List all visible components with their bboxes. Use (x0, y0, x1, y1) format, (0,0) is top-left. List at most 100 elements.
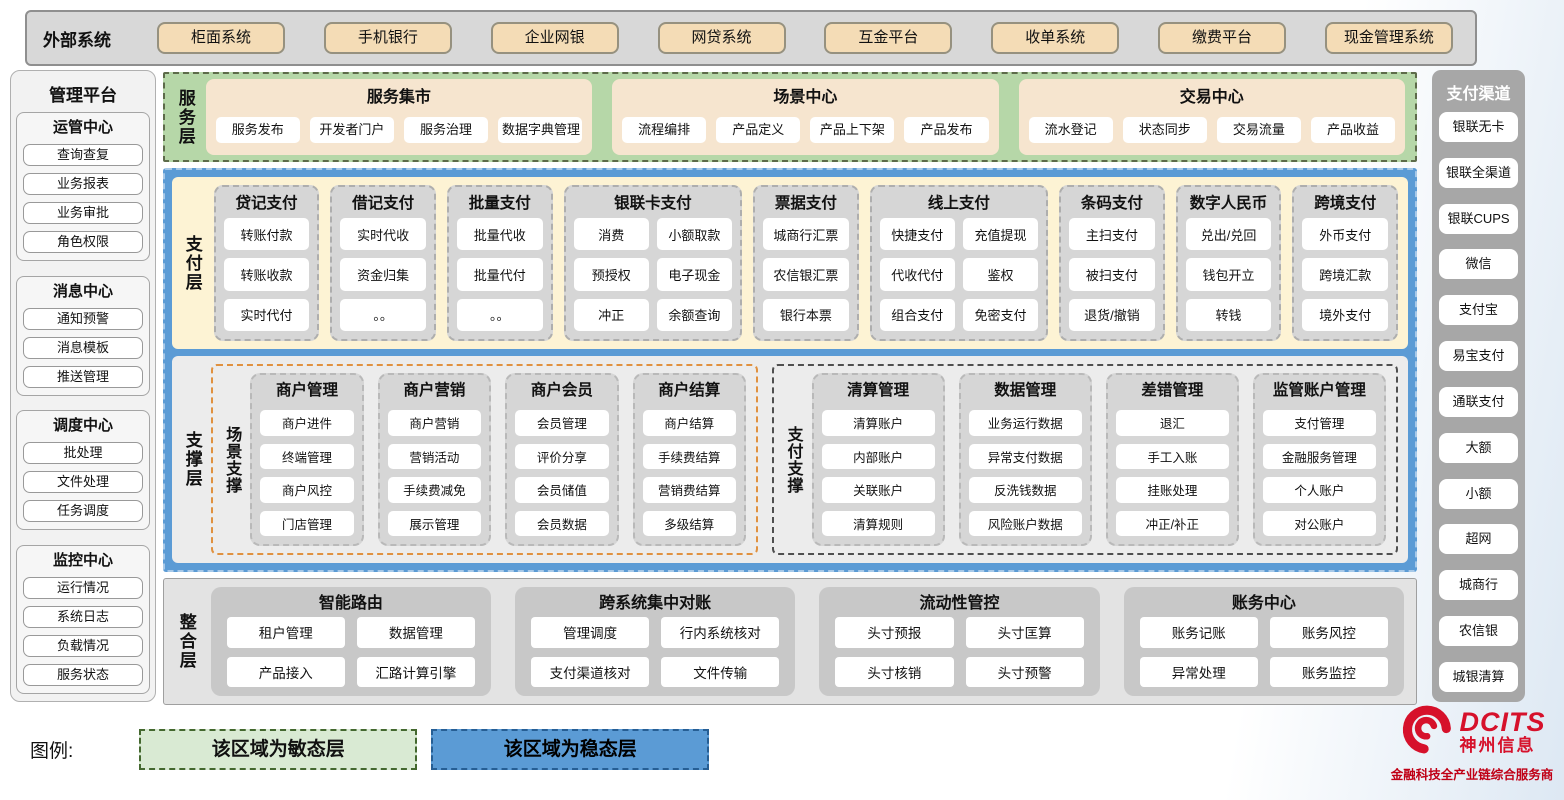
support-item-box: 会员管理 (515, 410, 609, 436)
vendor-logo: DCITS 神州信息 金融科技全产业链综合服务商 (1384, 702, 1560, 783)
support-item-box: 风险账户数据 (968, 510, 1082, 536)
management-item-box: 负载情况 (23, 634, 143, 657)
payment-item-box: 鉴权 (962, 258, 1039, 291)
support-item-box: 退汇 (1115, 410, 1229, 436)
support-item-box: 异常支付数据 (968, 443, 1082, 469)
service-item-box: 交易流量 (1216, 116, 1301, 143)
payment-item-box: 转账付款 (223, 218, 310, 251)
support-layer-sections: 场景支撑商户管理商户进件终端管理商户风控门店管理商户营销商户营销营销活动手续费减… (210, 364, 1398, 555)
support-column-title: 商户会员 (530, 382, 593, 399)
support-column: 商户会员会员管理评价分享会员储值会员数据 (505, 373, 619, 546)
integration-group: 智能路由租户管理数据管理产品接入汇路计算引擎 (210, 587, 492, 696)
support-item-box: 多级结算 (642, 510, 736, 536)
management-group-title: 监控中心 (52, 551, 113, 569)
payment-item-box: 跨境汇款 (1302, 258, 1389, 291)
payment-column-items: 城商行汇票农信银汇票银行本票 (763, 218, 849, 331)
management-item-box: 查询查复 (23, 144, 143, 166)
payment-column-title: 批量支付 (468, 195, 531, 212)
support-column-title: 商户结算 (658, 382, 721, 399)
external-systems-label: 外部系统 (43, 30, 111, 50)
payment-column-items: 兑出/兑回钱包开立转钱 (1185, 218, 1272, 331)
integration-group: 跨系统集中对账管理调度行内系统核对支付渠道核对文件传输 (515, 587, 796, 696)
payment-column-items: 外币支付跨境汇款境外支付 (1302, 218, 1389, 331)
vendor-company: 神州信息 (1459, 735, 1536, 755)
payment-column-items: 主扫支付被扫支付退货/撤销 (1069, 218, 1155, 331)
service-item-box: 产品定义 (716, 116, 801, 143)
support-item-box: 手续费结算 (642, 443, 736, 469)
management-group: 消息中心通知预警消息模板推送管理 (16, 275, 150, 396)
support-item-box: 门店管理 (260, 510, 354, 536)
support-item-box: 手工入账 (1115, 443, 1229, 469)
service-group: 场景中心流程编排产品定义产品上下架产品发布 (612, 79, 999, 155)
service-item-box: 状态同步 (1122, 116, 1207, 143)
payment-column-items: 快捷支付充值提现代收代付鉴权组合支付免密支付 (879, 218, 1039, 331)
service-group-title: 场景中心 (773, 89, 838, 106)
support-column: 差错管理退汇手工入账挂账处理冲正/补正 (1105, 373, 1239, 546)
service-item-box: 产品上下架 (810, 116, 895, 143)
payment-column-title: 票据支付 (774, 195, 837, 212)
support-item-box: 清算账户 (821, 410, 935, 436)
payment-item-box: 组合支付 (879, 298, 955, 331)
payment-item-box: 城商行汇票 (763, 218, 849, 251)
payment-column-title: 贷记支付 (235, 195, 298, 212)
payment-channel-box: 微信 (1439, 249, 1518, 280)
service-item-box: 产品发布 (904, 116, 989, 143)
support-item-box: 商户营销 (387, 410, 482, 436)
integration-item-box: 管理调度 (531, 617, 650, 648)
management-group-title: 消息中心 (52, 282, 113, 300)
external-systems-items: 柜面系统手机银行企业网银网贷系统互金平台收单系统缴费平台现金管理系统 (151, 22, 1459, 54)
support-item-box: 个人账户 (1262, 477, 1376, 503)
support-item-box: 反洗钱数据 (968, 477, 1082, 503)
service-item-box: 流程编排 (622, 116, 707, 143)
service-group: 交易中心流水登记状态同步交易流量产品收益 (1018, 79, 1405, 155)
legend-label: 图例: (30, 741, 74, 762)
service-layer: 服务层 服务集市服务发布开发者门户服务治理数据字典管理场景中心流程编排产品定义产… (163, 72, 1417, 162)
payment-column: 贷记支付转账付款转账收款实时代付 (213, 185, 320, 341)
payment-channel-box: 城银清算 (1439, 661, 1518, 692)
management-group-title: 运管中心 (52, 119, 113, 136)
support-column-title: 商户管理 (275, 382, 338, 399)
support-column-title: 监管账户管理 (1272, 382, 1366, 399)
payment-column-title: 银联卡支付 (614, 195, 692, 212)
payment-column-items: 批量代收批量代付。。 (456, 218, 543, 331)
legend-agile-box: 该区域为敏态层 (139, 729, 418, 770)
support-item-box: 挂账处理 (1115, 477, 1229, 503)
payment-column: 跨境支付外币支付跨境汇款境外支付 (1292, 185, 1399, 341)
payment-item-box: 兑出/兑回 (1185, 218, 1272, 251)
integration-item-box: 汇路计算引擎 (356, 656, 476, 687)
support-item-box: 商户进件 (260, 410, 354, 436)
payment-column: 线上支付快捷支付充值提现代收代付鉴权组合支付免密支付 (869, 185, 1049, 341)
dcits-swirl-icon (1399, 702, 1455, 761)
payment-channel-box: 城商行 (1439, 570, 1518, 601)
support-column: 数据管理业务运行数据异常支付数据反洗钱数据风险账户数据 (958, 373, 1092, 546)
payment-item-box: 银行本票 (763, 298, 849, 331)
management-item-box: 运行情况 (23, 576, 143, 599)
vendor-brand: DCITS (1459, 706, 1546, 737)
support-column: 商户营销商户营销营销活动手续费减免展示管理 (377, 373, 492, 546)
integration-group-title: 流动性管控 (919, 595, 1000, 612)
payment-channel-box: 银联无卡 (1439, 112, 1518, 142)
integration-item-box: 租户管理 (226, 617, 345, 648)
payment-channel-box: 易宝支付 (1439, 341, 1518, 372)
payment-item-box: 充值提现 (962, 218, 1039, 251)
payment-item-box: 免密支付 (962, 298, 1039, 331)
payment-layer-label: 支付层 (182, 234, 202, 292)
management-platform-panel: 管理平台 运管中心查询查复业务报表业务审批角色权限消息中心通知预警消息模板推送管… (10, 70, 156, 702)
service-group: 服务集市服务发布开发者门户服务治理数据字典管理 (205, 79, 593, 155)
support-layer-label: 支撑层 (182, 431, 202, 488)
support-section: 场景支撑商户管理商户进件终端管理商户风控门店管理商户营销商户营销营销活动手续费减… (210, 364, 758, 555)
service-group-items: 流水登记状态同步交易流量产品收益 (1028, 112, 1395, 147)
management-item-box: 业务审批 (23, 202, 143, 224)
payment-item-box: 。。 (340, 298, 426, 331)
payment-item-box: 消费 (573, 218, 649, 251)
integration-item-box: 账务监控 (1269, 656, 1388, 687)
payment-column-title: 借记支付 (352, 195, 415, 212)
payment-item-box: 。。 (456, 298, 543, 331)
payment-column-title: 线上支付 (927, 195, 990, 212)
management-group: 运管中心查询查复业务报表业务审批角色权限 (16, 112, 150, 261)
management-group: 调度中心批处理文件处理任务调度 (16, 410, 150, 531)
payment-column-title: 跨境支付 (1314, 195, 1377, 212)
support-item-box: 会员储值 (515, 477, 609, 503)
